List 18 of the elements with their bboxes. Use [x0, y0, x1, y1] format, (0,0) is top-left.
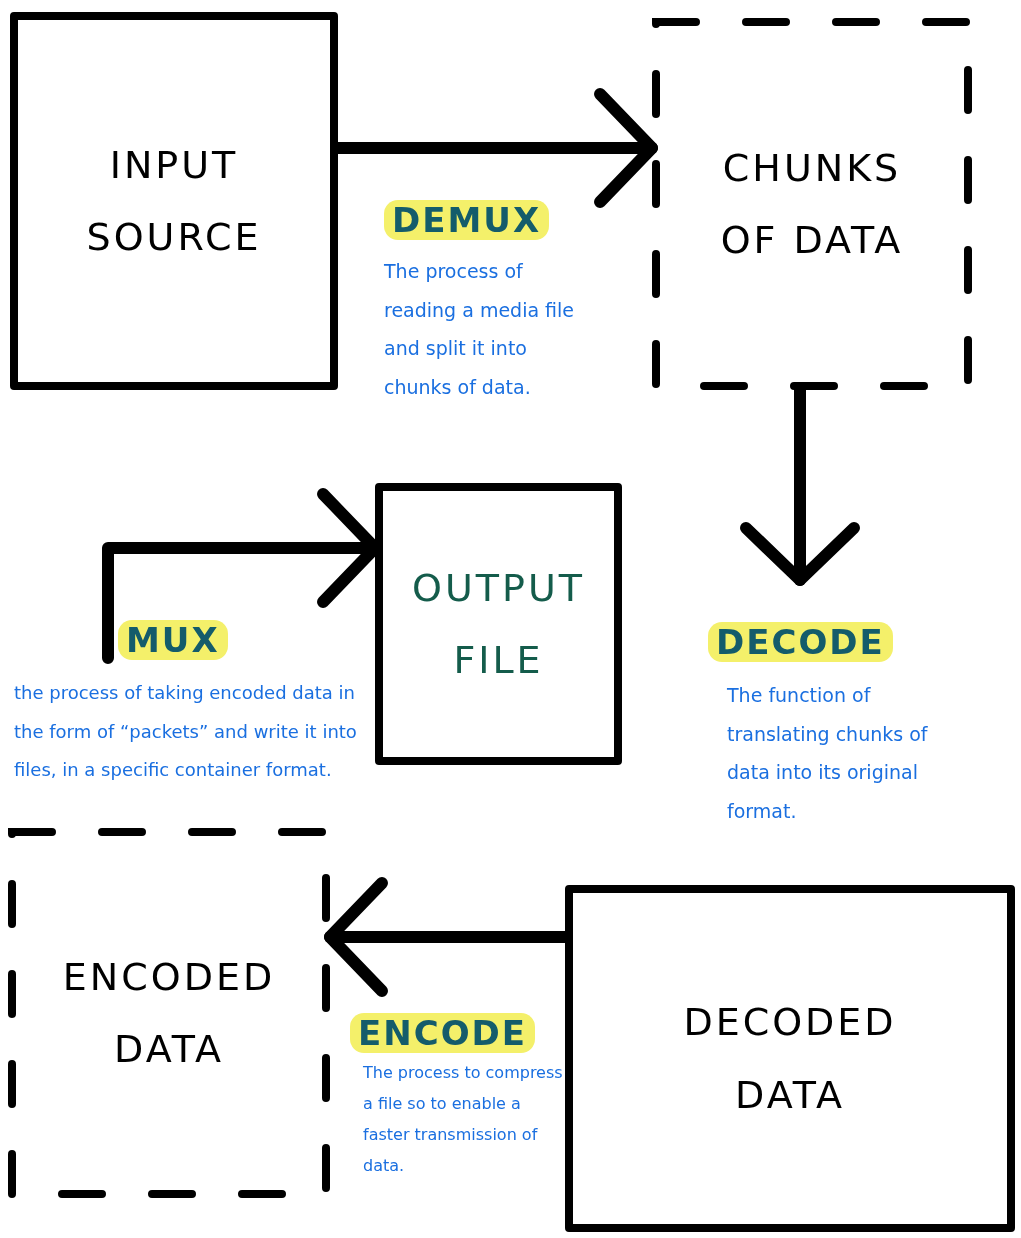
box-title: INPUT SOURCE [85, 141, 263, 261]
box-title: OUTPUT FILE [411, 564, 586, 684]
edge-label: ENCODE [350, 1013, 535, 1053]
dashed-box [652, 18, 972, 390]
edge-label: DECODE [708, 622, 893, 662]
process-box [375, 483, 622, 765]
box-title: DECODED DATA [682, 999, 898, 1119]
process-box [10, 12, 338, 390]
box-title: ENCODED DATA [61, 953, 277, 1073]
description-text: The function of translating chunks of data into its original format. [727, 683, 929, 824]
description-text: the process of taking encoded data in the form of “packets” and write it into files, in a specific container format. [14, 681, 358, 782]
dashed-box [8, 828, 330, 1198]
box-title: CHUNKS OF DATA [719, 144, 905, 264]
edge-label: DEMUX [384, 200, 550, 240]
edge-label: MUX [118, 620, 228, 660]
process-box [565, 885, 1015, 1232]
description-text: The process of reading a media file and split it into chunks of data. [384, 259, 576, 400]
description-text: The process to compress a file so to enable a faster transmission of data. [363, 1062, 563, 1177]
